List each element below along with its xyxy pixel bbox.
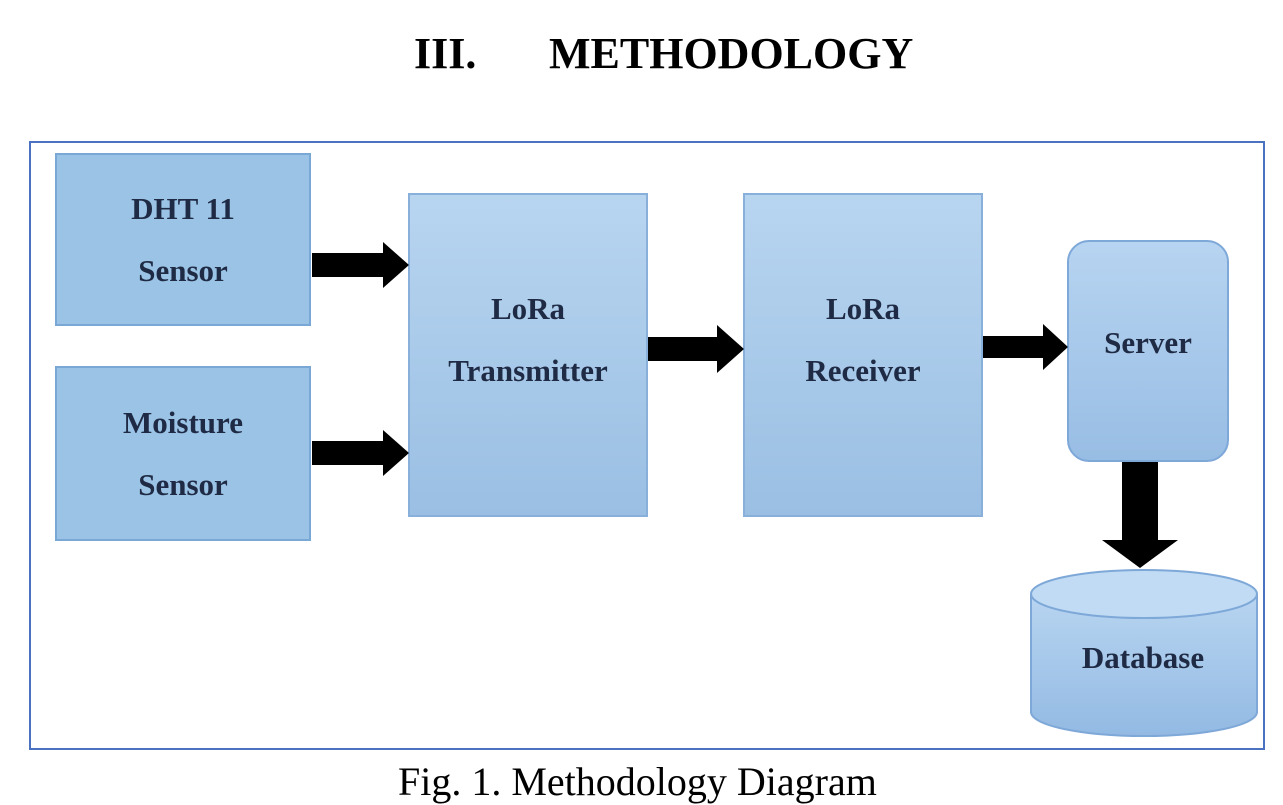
- node-lora-rx-line2: Receiver: [805, 353, 921, 388]
- diagram-frame: [29, 141, 1265, 750]
- node-moisture-sensor: Moisture Sensor: [55, 366, 311, 541]
- node-lora-tx-line1: LoRa: [490, 291, 566, 326]
- arrow-receiver-to-server: [983, 324, 1068, 370]
- node-dht11-sensor: DHT 11 Sensor: [55, 153, 311, 326]
- node-server-label: Server: [1104, 325, 1192, 360]
- arrow-dht11-to-transmitter: [312, 242, 409, 288]
- node-lora-transmitter: LoRa Transmitter: [408, 193, 648, 517]
- node-lora-rx-line1: LoRa: [825, 291, 901, 326]
- node-server: Server: [1067, 240, 1229, 462]
- node-dht11-line2: Sensor: [138, 252, 228, 288]
- database-cylinder: [1030, 569, 1258, 737]
- arrow-server-to-database: [1102, 462, 1178, 568]
- connectors-layer: [312, 242, 1258, 737]
- section-number: III.: [414, 29, 477, 78]
- arrow-moisture-to-transmitter: [312, 430, 409, 476]
- arrow-transmitter-to-receiver: [648, 325, 744, 373]
- node-dht11-line1: DHT 11: [131, 190, 235, 226]
- section-heading: III. METHODOLOGY: [0, 28, 1283, 88]
- node-moisture-line2: Sensor: [138, 466, 228, 502]
- figure-caption: Fig. 1. Methodology Diagram: [398, 759, 877, 804]
- node-lora-receiver: LoRa Receiver: [743, 193, 983, 517]
- node-moisture-line1: Moisture: [123, 404, 243, 440]
- node-lora-tx-line2: Transmitter: [448, 353, 608, 388]
- node-database-label: Database: [1081, 640, 1205, 675]
- section-title: METHODOLOGY: [549, 29, 914, 78]
